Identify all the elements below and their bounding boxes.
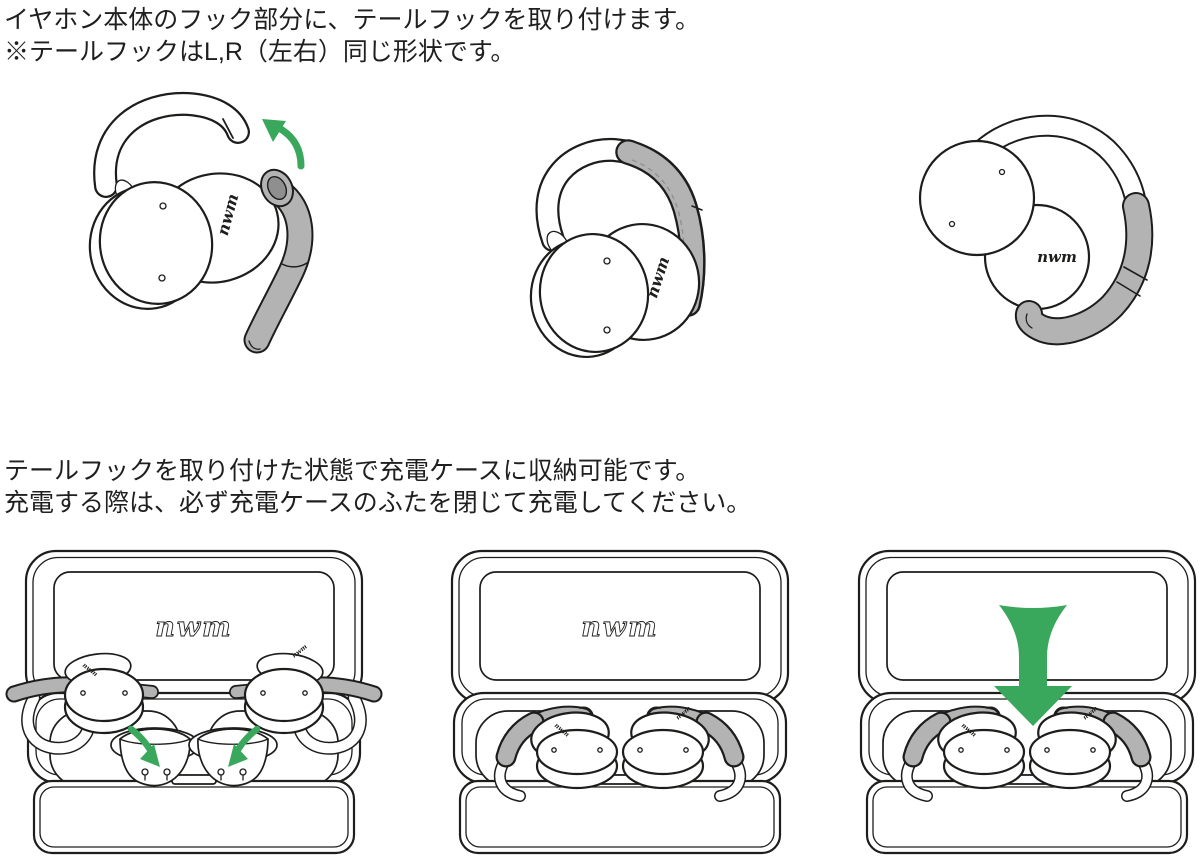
attach-instructions-line1: イヤホン本体のフック部分に、テールフックを取り付けます。	[4, 6, 701, 34]
figure-case-insert: nwm nwm nwm	[4, 545, 384, 860]
storage-instructions: テールフックを取り付けた状態で充電ケースに収納可能です。 充電する際は、必ず充電…	[4, 456, 751, 519]
figure-case-close: nwm nwm	[837, 545, 1200, 860]
figure-attach-step3: nwm	[900, 110, 1180, 365]
earbud-hook-attached: nwm	[529, 137, 706, 359]
brand-logo-earbud: nwm	[1037, 248, 1077, 266]
close-lid-arrow-icon	[994, 605, 1072, 726]
brand-logo-case-lid: nwm	[155, 612, 232, 643]
figure-attach-step1: nwm	[70, 82, 340, 364]
figure-attach-step2: nwm	[490, 122, 740, 372]
storage-instructions-line2: 充電する際は、必ず充電ケースのふたを閉じて充電してください。	[4, 488, 752, 517]
tail-hook-detached	[243, 168, 314, 354]
earbud-side-view: nwm	[918, 114, 1154, 346]
charging-case	[450, 549, 790, 855]
attach-instructions-line2: ※テールフックはL,R（左右）同じ形状です。	[4, 37, 516, 66]
tail-hook-attached	[1014, 192, 1154, 346]
earbud-with-ear-hook: nwm	[88, 91, 280, 310]
storage-instructions-line1: テールフックを取り付けた状態で充電ケースに収納可能です。	[4, 457, 701, 485]
brand-logo-case-lid: nwm	[581, 612, 658, 643]
attach-direction-arrow-icon	[262, 119, 305, 170]
figure-case-stowed: nwm nwm nwm	[430, 545, 810, 860]
attach-instructions: イヤホン本体のフック部分に、テールフックを取り付けます。 ※テールフックはL,R…	[4, 5, 700, 68]
